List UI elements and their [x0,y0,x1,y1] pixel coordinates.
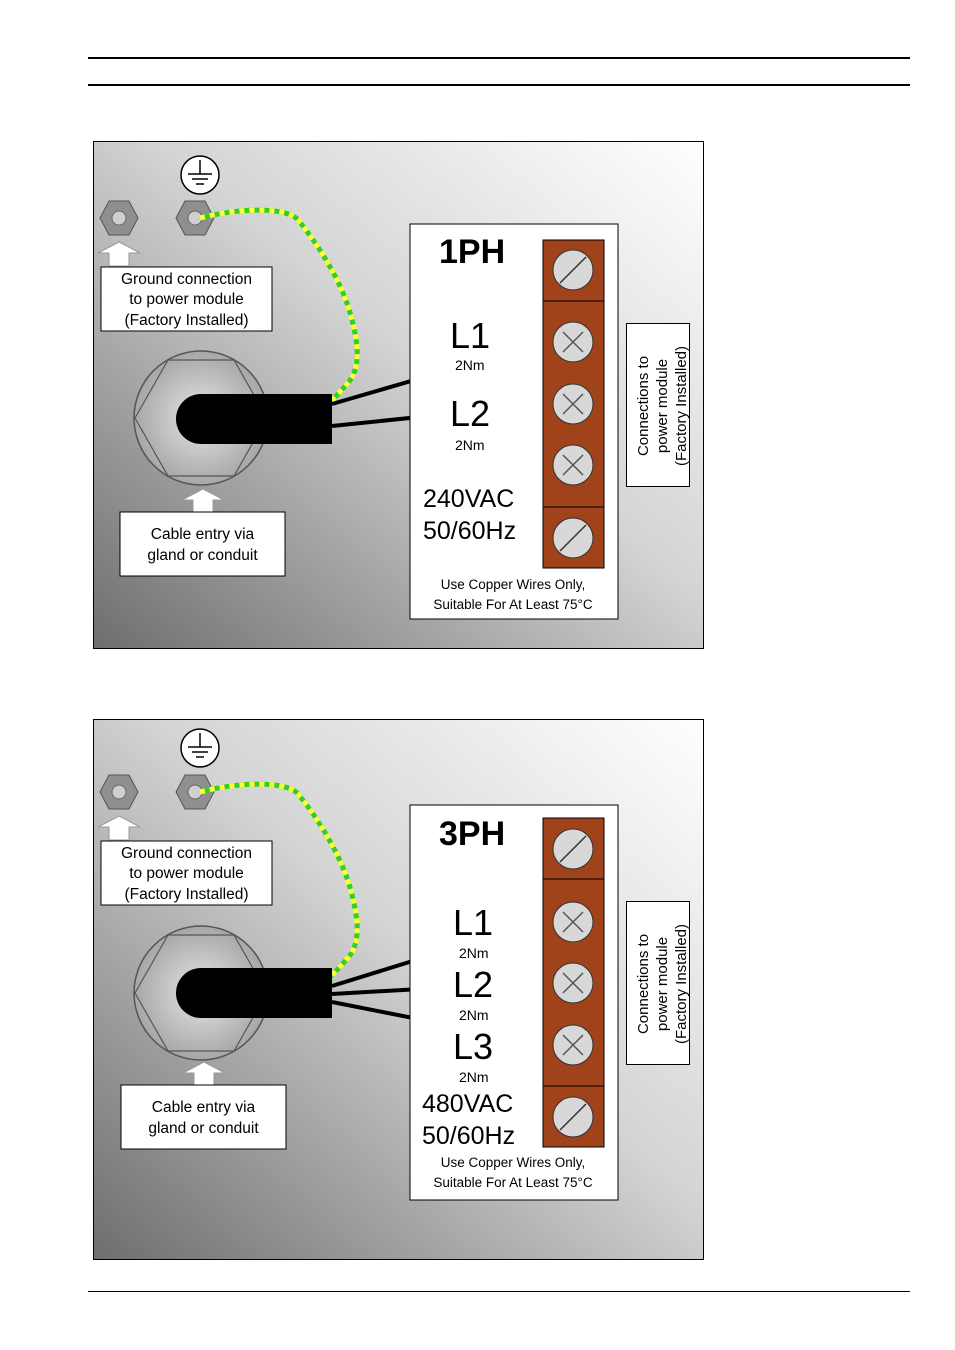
svg-text:power module: power module [654,359,671,453]
ground-symbol-icon [180,728,220,768]
voltage-rating: 480VAC [422,1090,513,1118]
svg-text:(Factory Installed): (Factory Installed) [673,346,690,466]
power-module-connections-label: Connections to power module (Factory Ins… [626,323,690,487]
ground-stud-left-icon [99,200,139,236]
svg-text:Cable entry via: Cable entry via [151,526,255,543]
svg-text:Ground connection: Ground connection [121,845,252,862]
cable-entry-label: Cable entry via gland or conduit [120,1084,287,1150]
svg-text:(Factory Installed): (Factory Installed) [124,886,248,903]
svg-text:Connections to: Connections to [635,356,652,456]
terminal-screw-2-icon [552,383,594,425]
svg-text:gland or conduit: gland or conduit [148,1120,259,1137]
svg-text:gland or conduit: gland or conduit [147,547,258,564]
ground-stud-right-icon [175,774,215,810]
ground-stud-left-icon [99,774,139,810]
header-rule-bottom [88,84,910,86]
ground-connection-label: Ground connection to power module (Facto… [100,840,273,906]
terminal-label-l2: L2 [453,964,493,1005]
voltage-rating: 240VAC [423,485,514,513]
phase-title: 1PH [439,233,505,271]
terminal-screw-3-icon [552,444,594,486]
wire-note-line1: Use Copper Wires Only, [441,1155,586,1170]
wire-note-line2: Suitable For At Least 75°C [433,1175,592,1190]
ground-arrow-icon [97,815,141,841]
svg-text:to power module: to power module [129,865,244,882]
cable-icon [176,968,332,1018]
wire-note-line1: Use Copper Wires Only, [441,577,586,592]
frequency-rating: 50/60Hz [423,517,516,545]
footer-rule [88,1291,910,1292]
ground-arrow-icon [97,241,141,267]
terminal-torque-l1: 2Nm [459,945,489,961]
frequency-rating: 50/60Hz [422,1122,515,1150]
svg-text:(Factory Installed): (Factory Installed) [124,312,248,329]
terminal-torque-l2: 2Nm [459,1007,489,1023]
wiring-diagram-3ph: Ground connection to power module (Facto… [93,719,704,1260]
svg-text:Cable entry via: Cable entry via [152,1099,256,1116]
svg-text:(Factory Installed): (Factory Installed) [673,924,690,1044]
terminal-label-l3: L3 [453,1026,493,1067]
svg-text:Connections to: Connections to [635,934,652,1034]
terminal-screw-top-icon [552,828,594,870]
svg-text:Ground connection: Ground connection [121,271,252,288]
cable-entry-label: Cable entry via gland or conduit [119,511,286,577]
terminal-label-l1: L1 [453,902,493,943]
terminal-screw-top-icon [552,249,594,291]
svg-text:power module: power module [654,937,671,1031]
terminal-screw-3-icon [552,1024,594,1066]
terminal-torque-l1: 2Nm [455,357,485,373]
terminal-screw-1-icon [552,321,594,363]
terminal-torque-l3: 2Nm [459,1069,489,1085]
phase-title: 3PH [439,815,505,853]
terminal-screw-2-icon [552,962,594,1004]
terminal-label-l1: L1 [450,315,490,356]
terminal-torque-l2: 2Nm [455,437,485,453]
ground-connection-label: Ground connection to power module (Facto… [100,266,273,332]
ground-symbol-icon [180,155,220,195]
power-module-connections-label: Connections to power module (Factory Ins… [626,901,690,1065]
svg-text:to power module: to power module [129,291,244,308]
terminal-screw-1-icon [552,901,594,943]
terminal-label-l2: L2 [450,393,490,434]
wire-note-line2: Suitable For At Least 75°C [433,597,592,612]
header-rule-top [88,57,910,59]
terminal-screw-bottom-icon [552,1096,594,1138]
cable-icon [176,394,332,444]
terminal-screw-bottom-icon [552,517,594,559]
wiring-diagram-1ph: Ground connection to power module (Facto… [93,141,704,649]
